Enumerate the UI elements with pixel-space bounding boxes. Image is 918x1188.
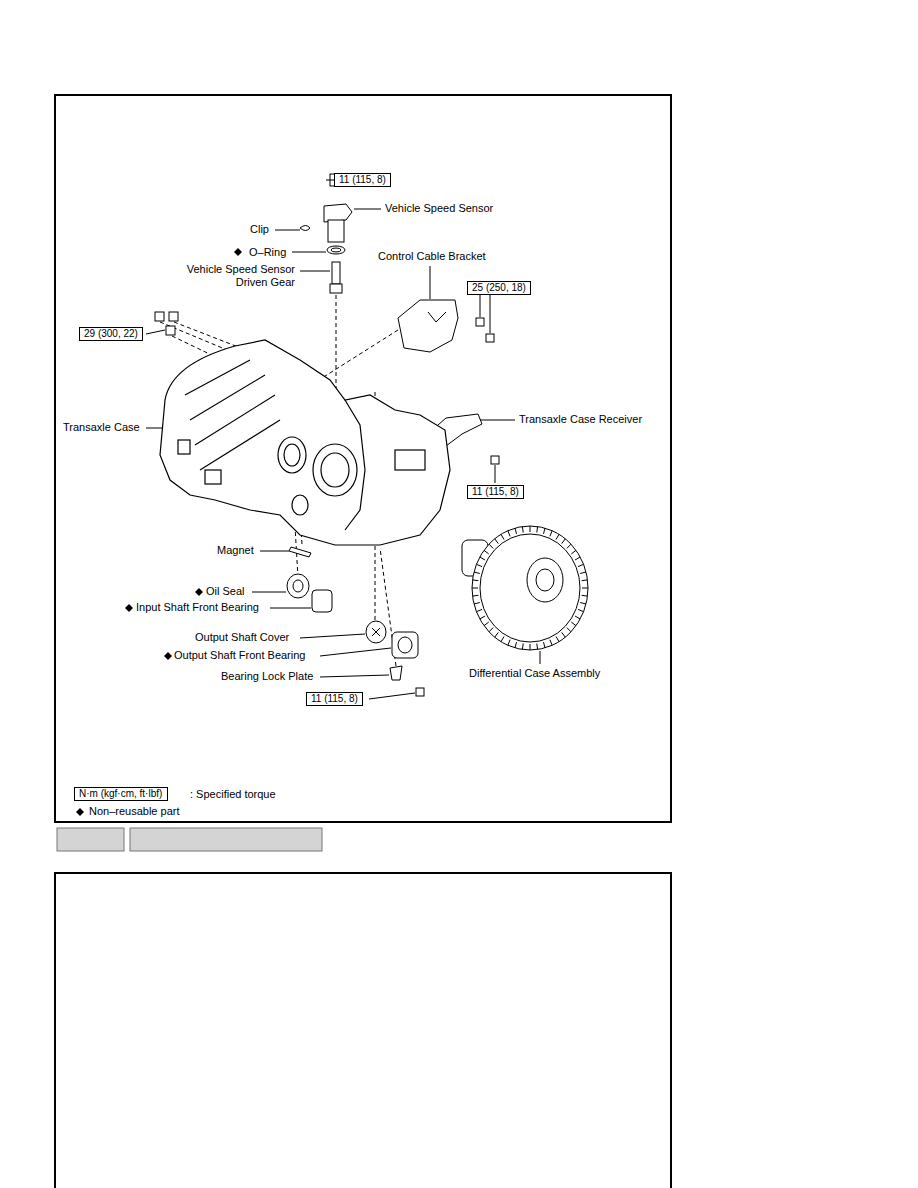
torque-spec: 11 (115, 8) (467, 485, 524, 499)
button (57, 828, 124, 851)
legend-text: : Specified torque (190, 788, 276, 800)
small-parts (287, 547, 418, 680)
part-name: Output Shaft Cover (195, 631, 289, 644)
bolts (155, 312, 499, 696)
part-name: Oil Seal (206, 585, 245, 598)
part-name: Output Shaft Front Bearing (174, 649, 305, 662)
part-name: Clip (250, 223, 269, 236)
part-name: Transaxle Case Receiver (519, 413, 642, 426)
differential-case (462, 526, 588, 650)
torque-spec: 25 (250, 18) (467, 281, 531, 295)
control-cable-bracket (398, 300, 458, 352)
part-name: Vehicle Speed Sensor (385, 202, 493, 215)
non-reusable-mark (125, 248, 242, 660)
torque-spec: 11 (115, 8) (334, 173, 391, 187)
torque-spec: 29 (300, 22) (79, 327, 143, 341)
part-name: Magnet (217, 544, 254, 557)
part-name: Bearing Lock Plate (221, 670, 313, 683)
legend-torque-box: N·m (kgf·cm, ft·lbf) (74, 787, 168, 801)
speed-sensor (300, 174, 352, 293)
frame (55, 873, 671, 1188)
leader-lines (146, 180, 540, 699)
legend-item: : Specified torque (190, 788, 276, 801)
torque-value: 25 (250, 18) (472, 282, 526, 293)
part-name: Differential Case Assembly (469, 667, 600, 680)
part-name: Control Cable Bracket (378, 250, 486, 263)
torque-value: N·m (kgf·cm, ft·lbf) (79, 788, 162, 799)
torque-value: 11 (115, 8) (339, 174, 386, 185)
torque-value: 11 (115, 8) (311, 693, 358, 704)
part-name: Input Shaft Front Bearing (136, 601, 259, 614)
button (130, 828, 322, 851)
transaxle-case (160, 340, 450, 545)
legend-text: Non–reusable part (89, 805, 180, 817)
legend-item: Non–reusable part (89, 805, 180, 818)
torque-value: 29 (300, 22) (84, 328, 138, 339)
torque-value: 11 (115, 8) (472, 486, 519, 497)
diamond-symbol (76, 808, 84, 816)
frame (55, 95, 671, 822)
part-name: Vehicle Speed Sensor Driven Gear (173, 263, 295, 289)
part-name: O–Ring (249, 246, 286, 259)
torque-spec: 11 (115, 8) (306, 692, 363, 706)
part-name: Transaxle Case (63, 421, 140, 434)
legend-symbol (75, 807, 85, 817)
